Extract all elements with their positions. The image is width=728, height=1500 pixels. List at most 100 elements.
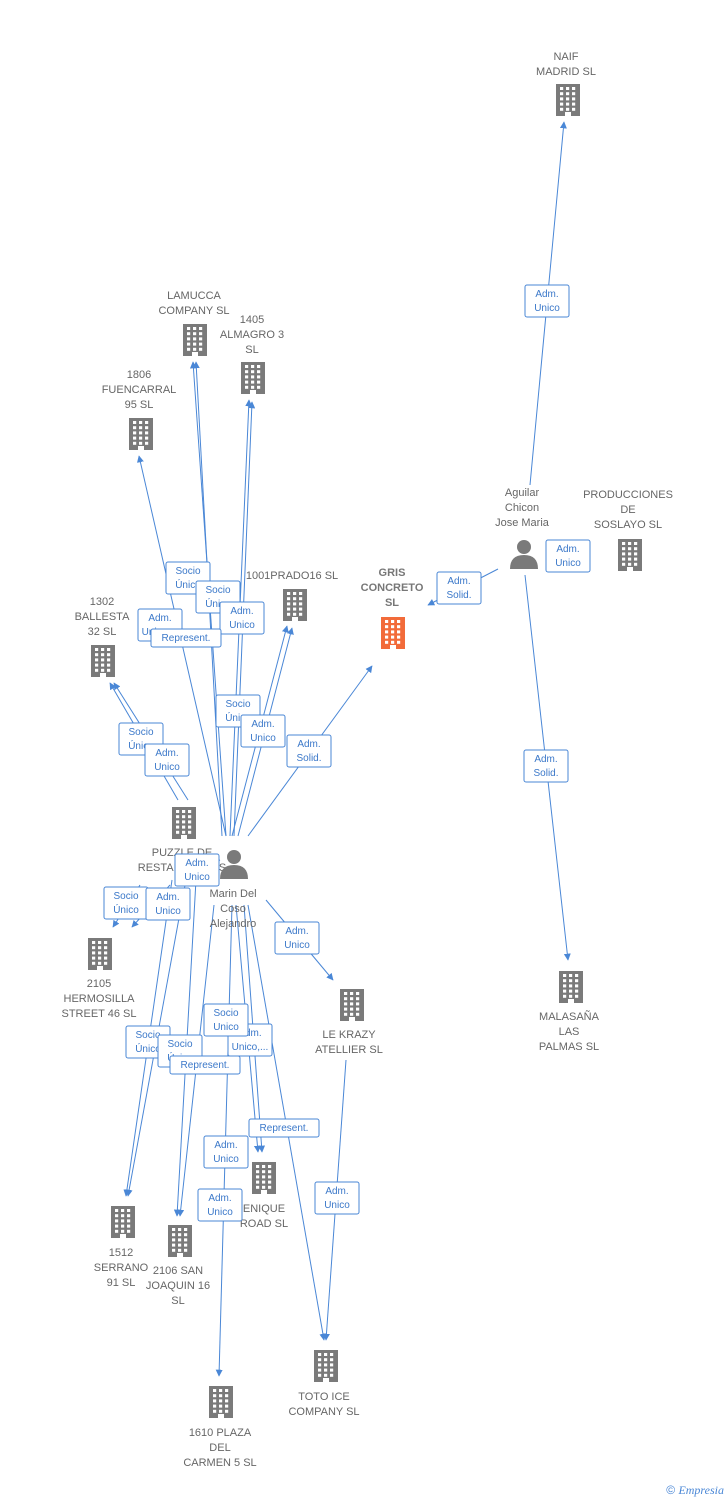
building-door bbox=[181, 835, 187, 839]
edge-label-marin-puzzle[interactable]: Adm.Unico bbox=[174, 853, 220, 887]
malasana-building-icon[interactable] bbox=[559, 971, 583, 1003]
node-label-line: CONCRETO bbox=[361, 582, 424, 594]
almagro-building-icon[interactable] bbox=[241, 362, 265, 394]
building-window bbox=[628, 557, 632, 561]
edge-label-text: Adm. bbox=[251, 719, 274, 730]
edge-label-marin-gris[interactable]: Adm.Solid. bbox=[286, 734, 332, 768]
building-window bbox=[193, 327, 197, 330]
edge-label-marin-toto[interactable]: Adm.Unico bbox=[203, 1135, 249, 1169]
building-window bbox=[95, 648, 99, 651]
footer-brand[interactable]: © Empresia bbox=[666, 1483, 724, 1498]
marin-person-icon[interactable] bbox=[220, 850, 248, 879]
puzzle-building-icon[interactable] bbox=[172, 807, 196, 839]
edge-label-text: Socio bbox=[128, 727, 153, 738]
lekrazy-building-icon[interactable] bbox=[340, 989, 364, 1021]
building-window bbox=[391, 620, 395, 623]
edge-label-lekrazy-toto[interactable]: Adm.Unico bbox=[314, 1181, 360, 1215]
building-window bbox=[182, 815, 186, 819]
edge-label-marin-plaza[interactable]: Adm.Unico bbox=[197, 1188, 243, 1222]
building-window bbox=[356, 1007, 360, 1011]
hermosilla-building-icon[interactable] bbox=[88, 938, 112, 970]
joaquin-building-icon[interactable] bbox=[168, 1225, 192, 1257]
building-window bbox=[104, 956, 108, 960]
aguilar-person-icon[interactable] bbox=[510, 540, 538, 569]
node-label-line: 1001PRADO16 SL bbox=[246, 570, 338, 582]
edge-label-marin-hermosilla[interactable]: Adm.Unico bbox=[145, 887, 191, 921]
building-window bbox=[622, 557, 626, 561]
building-window bbox=[256, 1165, 260, 1168]
building-window bbox=[268, 1185, 272, 1189]
building-window bbox=[107, 668, 111, 672]
edge-label-marin-lamucca[interactable]: Represent. bbox=[150, 628, 222, 648]
building-window bbox=[628, 552, 632, 556]
building-window bbox=[188, 820, 192, 824]
building-window bbox=[115, 1229, 119, 1233]
building-window bbox=[391, 630, 395, 634]
building-window bbox=[213, 1399, 217, 1403]
serrano-building-icon[interactable] bbox=[111, 1206, 135, 1238]
building-window bbox=[121, 1209, 125, 1212]
edge-label-aguilar-naif[interactable]: Adm.Unico bbox=[524, 284, 570, 318]
building-window bbox=[268, 1170, 272, 1174]
building-window bbox=[318, 1368, 322, 1372]
edge-label-aguilar-producciones[interactable]: Adm.Unico bbox=[545, 539, 591, 573]
building-window bbox=[104, 946, 108, 950]
building-window bbox=[127, 1224, 131, 1228]
edge-label-marin-prado[interactable]: Adm.Unico bbox=[240, 714, 286, 748]
edge-label-text: Adm. bbox=[155, 748, 178, 759]
node-label-line: LAMUCCA bbox=[167, 290, 221, 302]
prado-building-icon[interactable] bbox=[283, 589, 307, 621]
building-door bbox=[120, 1234, 126, 1238]
edge-label-marin-ballesta[interactable]: Adm.Unico bbox=[144, 743, 190, 777]
edge-label-marin-serrano[interactable]: Represent. bbox=[169, 1055, 241, 1075]
building-window bbox=[133, 426, 137, 430]
building-window bbox=[350, 1012, 354, 1016]
building-window bbox=[563, 994, 567, 998]
plaza-building-icon[interactable] bbox=[209, 1386, 233, 1418]
node-label-line: Alejandro bbox=[210, 918, 256, 930]
ballesta-building-icon[interactable] bbox=[91, 645, 115, 677]
building-door bbox=[250, 390, 256, 394]
edge-label-aguilar-malasana[interactable]: Adm.Solid. bbox=[523, 749, 569, 783]
edge-label-marin-almagro[interactable]: Adm.Unico bbox=[219, 601, 265, 635]
building-window bbox=[172, 1228, 176, 1231]
edge-label-marin-lekrazy[interactable]: Adm.Unico bbox=[274, 921, 320, 955]
building-window bbox=[330, 1353, 334, 1356]
edge-label-aguilar-gris[interactable]: Adm.Solid. bbox=[436, 571, 482, 605]
node-label-prado[interactable]: 1001PRADO16 SL bbox=[246, 570, 338, 582]
node-label-line: 2106 SAN bbox=[153, 1265, 203, 1277]
toto-building-icon[interactable] bbox=[314, 1350, 338, 1382]
edge-label-text: Adm. bbox=[238, 1028, 261, 1039]
fuencarral-building-icon[interactable] bbox=[129, 418, 153, 450]
naif-building-icon[interactable] bbox=[556, 84, 580, 116]
edge-label-text: Unico bbox=[555, 558, 581, 569]
edge-label-marin-enique[interactable]: Represent. bbox=[248, 1118, 320, 1138]
producciones-building-icon[interactable] bbox=[618, 539, 642, 571]
lamucca-building-icon[interactable] bbox=[183, 324, 207, 356]
building-window bbox=[575, 989, 579, 993]
building-window bbox=[121, 1219, 125, 1223]
node-label-line: SL bbox=[245, 344, 258, 356]
enique-building-icon[interactable] bbox=[252, 1162, 276, 1194]
node-label-line: 91 SL bbox=[107, 1277, 136, 1289]
gris-building-icon[interactable] bbox=[381, 617, 405, 649]
